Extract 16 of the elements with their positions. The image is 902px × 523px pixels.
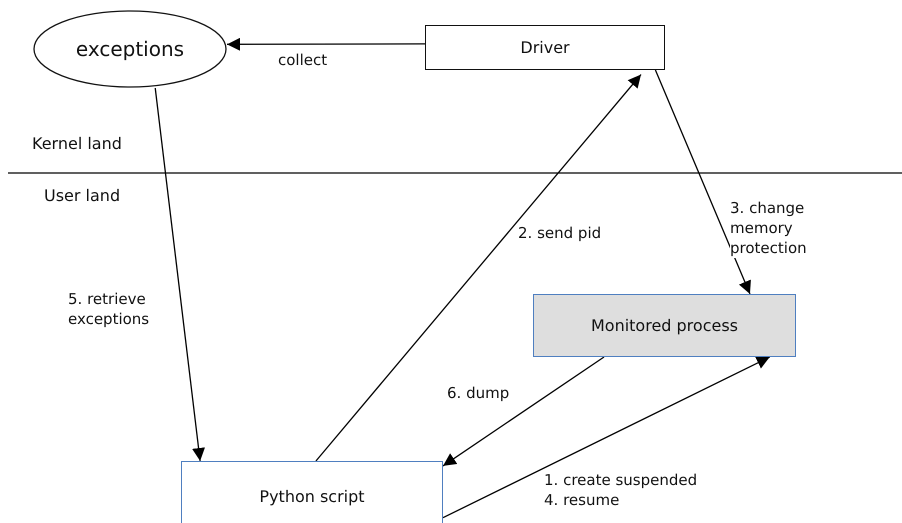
node-label: Driver — [520, 38, 570, 57]
arrow — [227, 38, 425, 51]
region-label: User land — [44, 186, 120, 206]
node-label: Monitored process — [590, 316, 738, 335]
process-box — [533, 294, 796, 357]
arrow — [315, 74, 642, 462]
region-label: Kernel land — [32, 134, 122, 154]
arrow — [654, 70, 751, 294]
node-label: Python script — [259, 486, 365, 506]
ellipse-node — [33, 10, 227, 88]
process-box — [425, 25, 665, 70]
node-label: exceptions — [76, 37, 184, 61]
process-box — [181, 461, 443, 523]
arrow — [442, 356, 604, 466]
arrow — [442, 356, 770, 518]
arrow — [154, 88, 206, 462]
